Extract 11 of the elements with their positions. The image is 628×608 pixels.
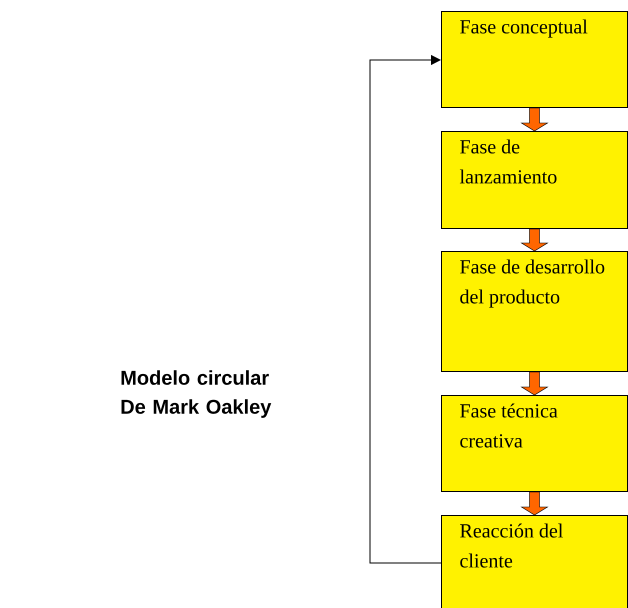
process-box: Fase conceptual bbox=[441, 11, 628, 108]
process-box: Fase de lanzamiento bbox=[441, 131, 628, 229]
title-label: Modelo circular De Mark Oakley bbox=[122, 370, 272, 418]
process-box: Fase técnica creativa bbox=[441, 395, 628, 492]
feedback-arrow bbox=[370, 54, 442, 564]
process-box: Fase de desarrollo del producto bbox=[441, 251, 628, 372]
block-arrow bbox=[520, 228, 549, 252]
block-arrow bbox=[520, 492, 549, 516]
block-arrow bbox=[520, 372, 549, 396]
block-arrow bbox=[520, 108, 549, 132]
process-box: Reacción del cliente bbox=[441, 515, 628, 608]
